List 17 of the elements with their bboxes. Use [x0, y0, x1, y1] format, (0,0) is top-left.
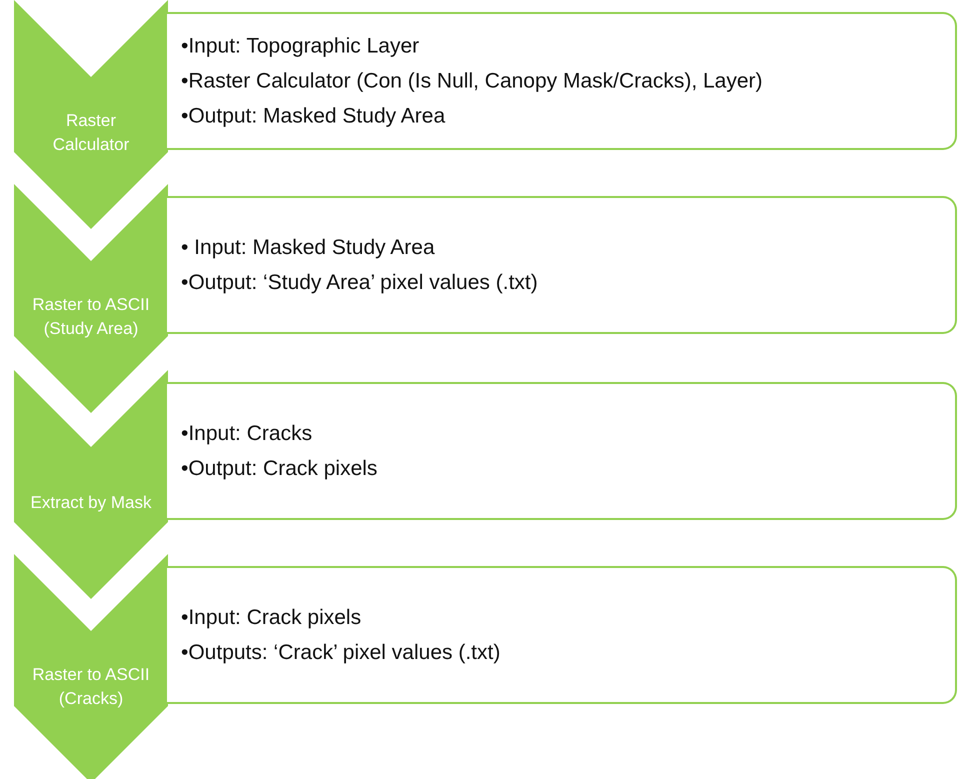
bullet-text: •Input: Crack pixels [181, 606, 362, 629]
bullet-text: •Input: Topographic Layer [181, 34, 420, 58]
step-details-box [167, 566, 957, 704]
bullet-text: •Output: Crack pixels [181, 457, 378, 480]
step-details-box [167, 12, 957, 150]
step-label: Raster Calculator [52, 110, 130, 156]
step-details-box [167, 196, 957, 334]
bullet-text: •Output: Masked Study Area [181, 104, 446, 128]
bullet-text: •Raster Calculator (Con (Is Null, Canopy Mask/Cracks), Layer) [181, 70, 763, 92]
step-details-box [167, 382, 957, 520]
bullet-text: •Output: ‘Study Area’ pixel values (.txt) [181, 271, 538, 294]
step-label: Extract by Mask [30, 492, 152, 514]
bullet-text: • Input: Masked Study Area [181, 236, 435, 259]
bullet-text: •Outputs: ‘Crack’ pixel values (.txt) [181, 641, 500, 664]
step-label: Raster to ASCII (Cracks) [31, 664, 151, 710]
bullet-text: •Input: Cracks [181, 422, 312, 445]
step-label: Raster to ASCII (Study Area) [31, 294, 151, 340]
